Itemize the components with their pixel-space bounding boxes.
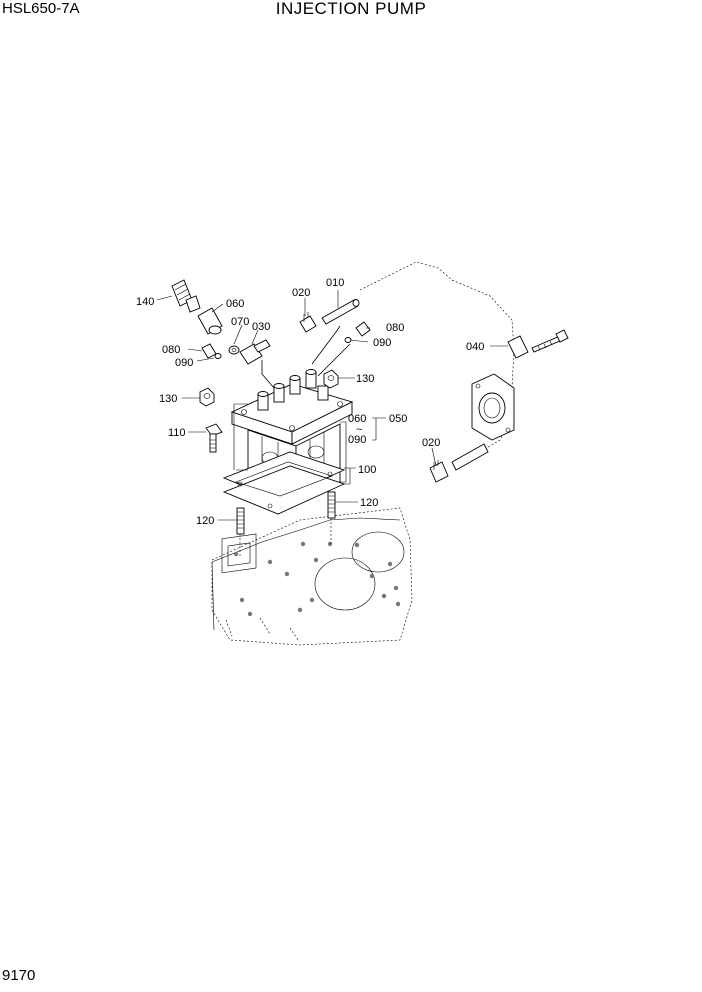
callout-020-top: 020 xyxy=(292,287,310,299)
callout-120-right: 120 xyxy=(360,497,378,509)
callout-labels: 140 060 020 010 070 030 080 080 090 090 … xyxy=(136,277,484,527)
callout-140: 140 xyxy=(136,296,154,308)
callout-040: 040 xyxy=(466,341,484,353)
bolt-080-right xyxy=(344,321,371,343)
bolt-080-left xyxy=(201,343,222,359)
pump-adapter-flange xyxy=(471,373,515,441)
callout-120-left: 120 xyxy=(196,515,214,527)
callout-020-bottom: 020 xyxy=(422,437,440,449)
stud-120-left xyxy=(236,507,245,556)
washer-070 xyxy=(228,345,240,355)
connector-030 xyxy=(239,339,271,365)
fuel-pipe-left xyxy=(261,360,275,389)
callout-060-bracket: 060 xyxy=(348,413,366,425)
callout-090-left: 090 xyxy=(175,357,193,369)
callout-010: 010 xyxy=(326,277,344,289)
fuel-hose-010 xyxy=(321,299,360,325)
model-code: HSL650-7A xyxy=(2,0,80,17)
callout-060-top: 060 xyxy=(226,298,244,310)
banjo-union-060 xyxy=(197,307,223,335)
fuel-hose-lower xyxy=(451,443,489,471)
callout-100: 100 xyxy=(358,464,376,476)
callout-130-right: 130 xyxy=(356,373,374,385)
eye-bolt-140 xyxy=(171,279,201,313)
callout-070: 070 xyxy=(231,316,249,328)
bolt-110 xyxy=(205,423,223,453)
callout-090-right: 090 xyxy=(373,337,391,349)
page-title: INJECTION PUMP xyxy=(275,0,427,18)
delivery-valves xyxy=(257,369,329,411)
nut-130-left xyxy=(199,387,215,407)
fuel-pipe-upper xyxy=(311,325,351,377)
hose-clamp-020-bottom xyxy=(429,460,449,483)
callout-080-left: 080 xyxy=(162,344,180,356)
page-number: 9170 xyxy=(2,967,36,984)
clip-040 xyxy=(507,329,569,359)
callout-050: 050 xyxy=(389,413,407,425)
callout-080-right: 080 xyxy=(386,322,404,334)
callout-030: 030 xyxy=(252,321,270,333)
hose-clamp-020-top xyxy=(299,312,317,333)
stud-120-right xyxy=(327,491,336,544)
block-bolt-holes xyxy=(233,541,401,617)
leader-lines xyxy=(156,290,508,521)
callout-range-tilde: ~ xyxy=(356,424,362,436)
callout-090-bracket: 090 xyxy=(348,434,366,446)
callout-130-left: 130 xyxy=(159,393,177,405)
callout-110: 110 xyxy=(168,427,186,439)
nut-130-right xyxy=(323,369,339,389)
